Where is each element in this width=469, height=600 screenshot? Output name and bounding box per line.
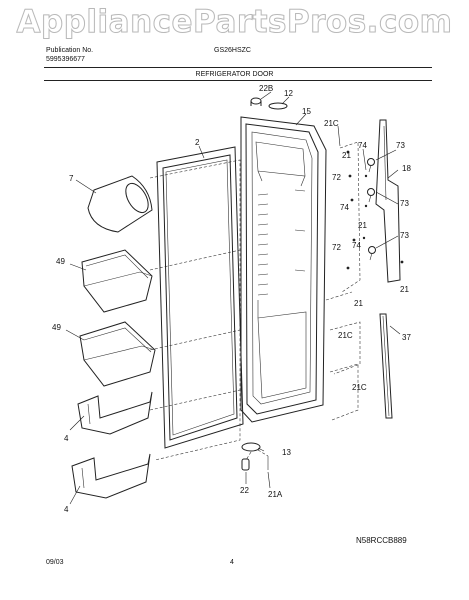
liner-bin-ribs [257, 189, 306, 296]
callout-22b: 22B [259, 84, 273, 93]
callout-72-b: 72 [332, 243, 341, 252]
footer-date: 09/03 [46, 559, 64, 566]
callout-15: 15 [302, 107, 311, 116]
handle-trim [379, 313, 393, 419]
callout-22: 22 [240, 486, 249, 495]
callout-12: 12 [284, 89, 293, 98]
callout-21c-mid: 21C [338, 331, 353, 340]
publication-number: 5995396677 [46, 56, 85, 63]
callout-72-a: 72 [332, 173, 341, 182]
door-gasket [156, 146, 244, 449]
door-bin-lower [79, 321, 156, 387]
small-fasteners [346, 150, 404, 270]
model-number: GS26HSZC [214, 47, 251, 54]
callout-74-c: 74 [352, 241, 361, 250]
callout-74-a: 74 [358, 141, 367, 150]
callout-73-c: 73 [400, 231, 409, 240]
callout-49-lower: 49 [52, 323, 61, 332]
screw-assemblies [367, 158, 376, 261]
door-bin-upper [81, 249, 153, 313]
callout-21-b: 21 [358, 221, 367, 230]
header-rule [44, 67, 432, 68]
callout-21-a: 21 [342, 151, 351, 160]
publication-label: Publication No. [46, 47, 94, 54]
watermark: AppliancePartsPros.com [16, 4, 453, 41]
door-shelf-upper [77, 391, 153, 435]
callout-21-d: 21 [354, 299, 363, 308]
door-liner [240, 116, 327, 423]
title-rule [44, 80, 432, 81]
callout-21c-top: 21C [324, 119, 339, 128]
callout-13: 13 [282, 448, 291, 457]
callout-73-b: 73 [400, 199, 409, 208]
callout-4-lower: 4 [64, 505, 69, 514]
alignment-guide [149, 159, 241, 461]
page-number: 4 [230, 559, 234, 566]
callout-74-b: 74 [340, 203, 349, 212]
callout-21a: 21A [268, 490, 283, 499]
callout-21c-low: 21C [352, 383, 367, 392]
callout-37: 37 [402, 333, 411, 342]
top-cap [250, 97, 288, 110]
hinge-strip [375, 119, 401, 283]
section-title: REFRIGERATOR DOOR [195, 71, 274, 78]
bottom-hinge [241, 442, 269, 471]
leader-lines [65, 91, 401, 505]
callout-7: 7 [69, 174, 74, 183]
callout-49-upper: 49 [56, 257, 65, 266]
callout-2: 2 [195, 138, 200, 147]
door-shelf-lower [71, 453, 151, 499]
canister [87, 175, 153, 233]
callout-4-upper: 4 [64, 434, 69, 443]
callout-73-a: 73 [396, 141, 405, 150]
callout-21-c: 21 [400, 285, 409, 294]
callout-18: 18 [402, 164, 411, 173]
drawing-code: N58RCCB889 [356, 536, 407, 545]
